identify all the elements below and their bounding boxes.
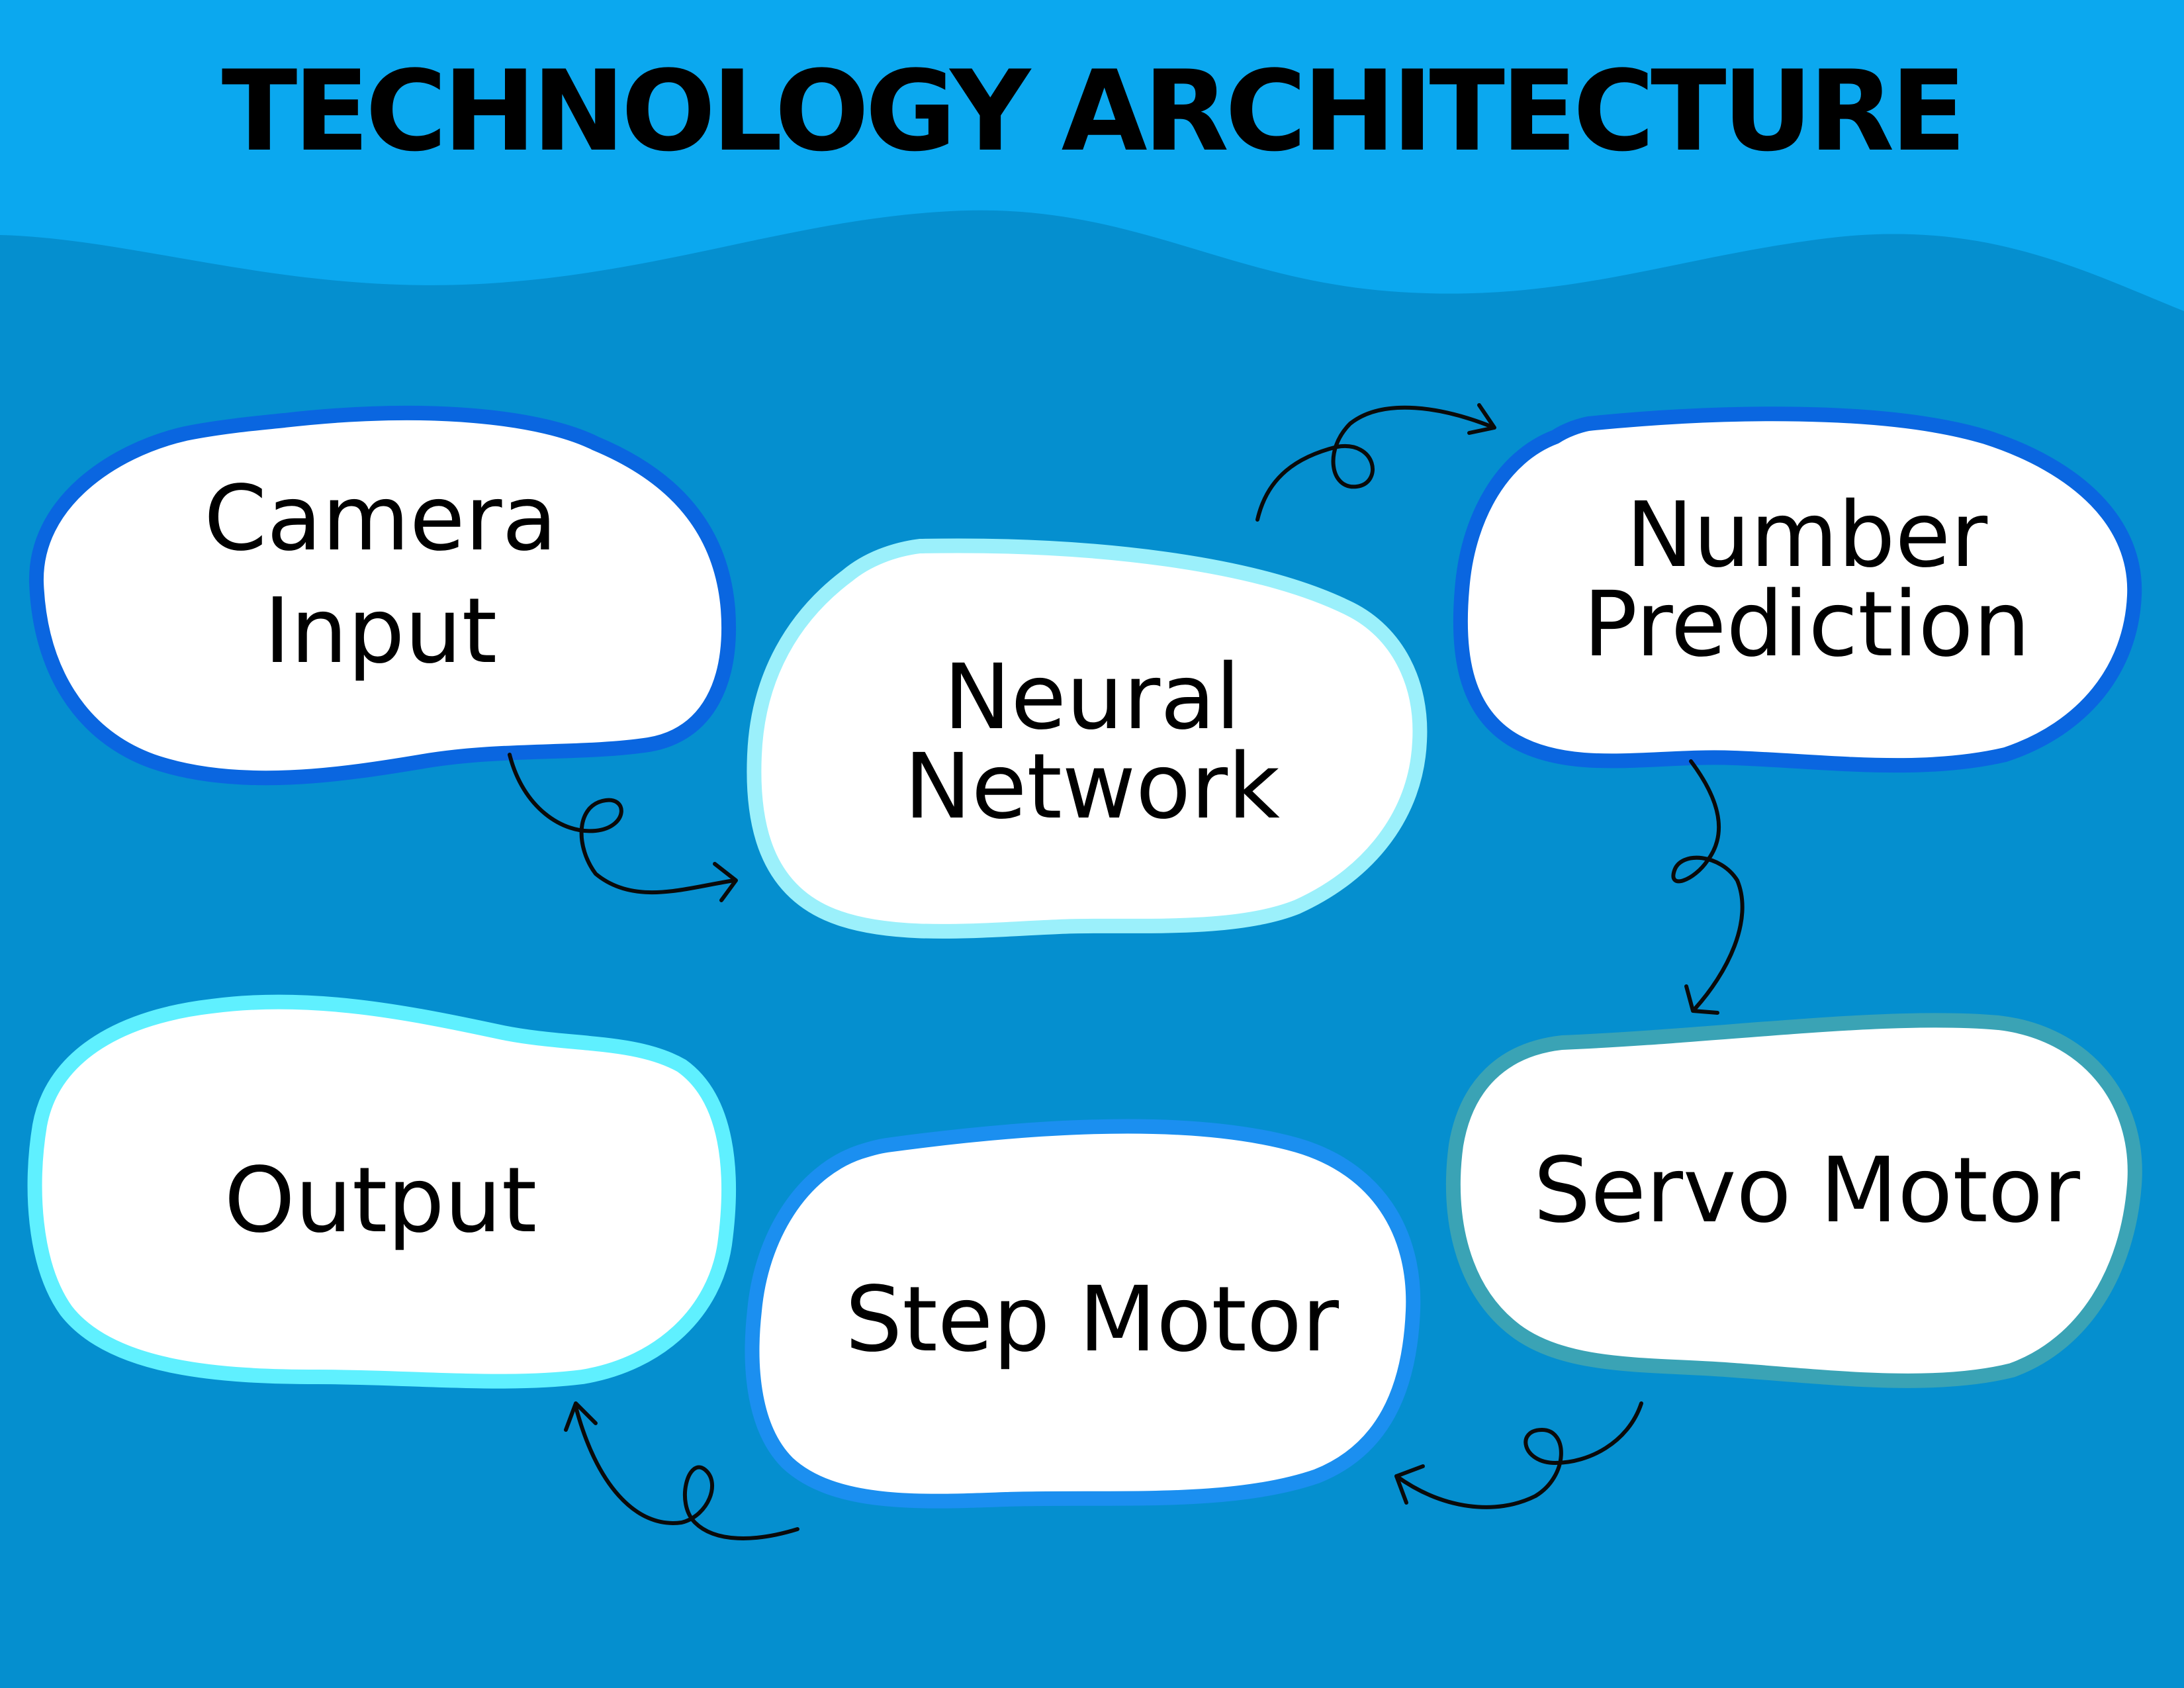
node-servo-motor-shape (1445, 1013, 2142, 1388)
header-wave-banner (0, 0, 2184, 311)
node-output-shape (27, 994, 736, 1389)
node-step-motor: Step Motor (745, 1119, 1421, 1509)
node-camera-input: Camera Input (28, 405, 736, 786)
node-camera-input-shape (28, 405, 736, 786)
arrow-camera-to-neural-path (508, 753, 737, 895)
node-neural-network-label-line-1: Neural (944, 645, 1241, 750)
arrow-prediction-to-servo-path (1671, 759, 1745, 1011)
node-neural-network-label-line-2: Network (904, 735, 1280, 839)
arrow-neural-to-prediction-head (1467, 403, 1496, 435)
arrow-prediction-to-servo (1671, 759, 1745, 1015)
node-output: Output (27, 994, 736, 1389)
connector-arrows (508, 403, 1745, 1540)
arrow-camera-to-neural (508, 753, 738, 902)
arrow-step-to-output (564, 1401, 799, 1540)
node-neural-network-shape (747, 538, 1428, 939)
node-camera-input-label-line-1: Camera (204, 467, 557, 571)
node-step-motor-shape (745, 1119, 1421, 1509)
arrow-servo-to-step-path (1394, 1401, 1643, 1509)
arrow-neural-to-prediction (1255, 403, 1496, 522)
arrow-step-to-output-path (574, 1405, 799, 1540)
arrow-servo-to-step-head (1394, 1464, 1425, 1505)
node-number-prediction-label-line-2: Prediction (1583, 573, 2030, 677)
node-number-prediction: Number Prediction (1453, 406, 2142, 773)
node-servo-motor-label: Servo Motor (1533, 1139, 2080, 1243)
node-camera-input-label-line-2: Input (264, 579, 497, 684)
node-output-label: Output (224, 1149, 537, 1253)
arrow-prediction-to-servo-head (1684, 984, 1719, 1015)
node-number-prediction-label-line-1: Number (1626, 483, 1987, 588)
node-step-motor-label: Step Motor (845, 1268, 1339, 1372)
arrow-camera-to-neural-head (713, 862, 738, 902)
arrow-step-to-output-head (564, 1401, 598, 1432)
page-title: TECHNOLOGY ARCHITECTURE (221, 46, 1966, 176)
arrow-neural-to-prediction-path (1255, 405, 1494, 522)
node-number-prediction-shape (1453, 406, 2142, 773)
node-neural-network: Neural Network (747, 538, 1428, 939)
arrow-servo-to-step (1394, 1401, 1643, 1509)
node-servo-motor: Servo Motor (1445, 1013, 2142, 1388)
